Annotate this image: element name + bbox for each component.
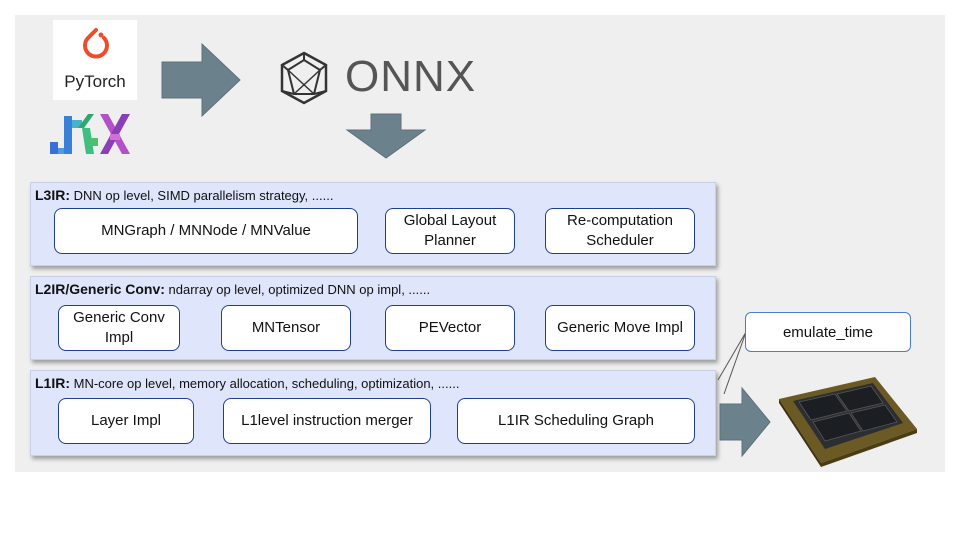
arrow-right-icon <box>161 42 241 118</box>
layer-l1ir-header: L1IR: MN-core op level, memory allocatio… <box>35 375 459 391</box>
layer-l3ir-header: L3IR: DNN op level, SIMD parallelism str… <box>35 187 333 203</box>
layer-l2ir-header: L2IR/Generic Conv: ndarray op level, opt… <box>35 281 430 297</box>
generic-move-impl-box: Generic Move Impl <box>545 305 695 351</box>
layer-l2ir: L2IR/Generic Conv: ndarray op level, opt… <box>30 276 716 360</box>
layer-title: L2IR/Generic Conv: <box>35 281 165 297</box>
emulate-time-callout: emulate_time <box>745 312 911 352</box>
callout-connector <box>717 331 747 395</box>
l1level-instruction-merger-box: L1level instruction merger <box>223 398 431 444</box>
layer-description: ndarray op level, optimized DNN op impl,… <box>164 282 431 297</box>
onnx-icon <box>280 51 328 105</box>
jax-logo <box>50 114 130 154</box>
layer-description: MN-core op level, memory allocation, sch… <box>70 376 460 391</box>
pytorch-label: PyTorch <box>64 72 126 91</box>
global-layout-planner-box: Global Layout Planner <box>385 208 515 254</box>
pevector-box: PEVector <box>385 305 515 351</box>
layer-description: DNN op level, SIMD parallelism strategy,… <box>70 188 334 203</box>
pytorch-logo: PyTorch <box>53 20 137 100</box>
layer-title: L3IR: <box>35 187 70 203</box>
layer-title: L1IR: <box>35 375 70 391</box>
layer-l1ir: L1IR: MN-core op level, memory allocatio… <box>30 370 716 456</box>
mntensor-box: MNTensor <box>221 305 351 351</box>
onnx-label: ONNX <box>345 52 477 101</box>
arrow-right-to-chip-icon <box>719 386 771 458</box>
l1ir-scheduling-graph-box: L1IR Scheduling Graph <box>457 398 695 444</box>
generic-conv-impl-box: Generic Conv Impl <box>58 305 180 351</box>
mngraph-box: MNGraph / MNNode / MNValue <box>54 208 358 254</box>
recomputation-scheduler-box: Re-computation Scheduler <box>545 208 695 254</box>
layer-l3ir: L3IR: DNN op level, SIMD parallelism str… <box>30 182 716 266</box>
layer-impl-box: Layer Impl <box>58 398 194 444</box>
mn-core-chip-icon <box>779 377 917 467</box>
pytorch-flame-icon <box>83 28 109 59</box>
arrow-down-icon <box>345 113 427 159</box>
